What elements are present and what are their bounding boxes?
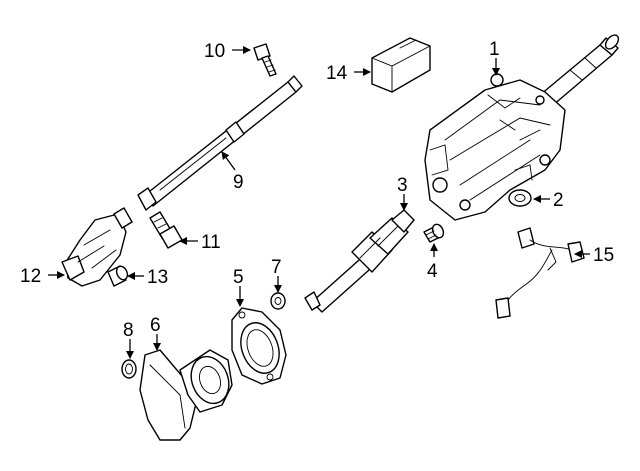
callout-10: 10	[204, 41, 225, 62]
o-ring-8	[121, 359, 137, 379]
callout-8: 8	[123, 320, 134, 341]
callout-4: 4	[427, 261, 438, 282]
bolt-10	[253, 43, 277, 77]
callout-3: 3	[397, 175, 408, 196]
callout-2: 2	[553, 190, 564, 211]
callout-6: 6	[150, 315, 161, 336]
callout-14: 14	[326, 63, 348, 84]
leader-9	[221, 151, 236, 171]
callout-15: 15	[593, 245, 614, 266]
seal-7	[270, 292, 286, 310]
callout-13: 13	[147, 267, 168, 288]
steering-column-housing	[424, 34, 620, 221]
control-module	[371, 37, 431, 93]
column-seal	[231, 307, 287, 385]
callout-labels: 1 2 3 4 5 6 7 8 9 10 11 12 13 14 15	[20, 39, 614, 341]
callout-1: 1	[489, 39, 500, 60]
callout-11: 11	[201, 232, 221, 253]
wiring-harness	[495, 227, 585, 319]
callout-7: 7	[271, 257, 282, 278]
callout-12: 12	[20, 266, 41, 287]
lower-seal-boot	[139, 349, 233, 441]
washer-2	[508, 189, 532, 207]
intermediate-shaft	[304, 209, 415, 313]
callout-leaders	[48, 46, 590, 359]
bolt-4	[423, 223, 445, 243]
callout-9: 9	[233, 172, 244, 193]
bolt-11	[149, 211, 183, 249]
bushing-13	[107, 265, 129, 287]
universal-joint	[61, 207, 133, 287]
lower-shaft	[137, 75, 303, 211]
callout-5: 5	[233, 267, 244, 288]
